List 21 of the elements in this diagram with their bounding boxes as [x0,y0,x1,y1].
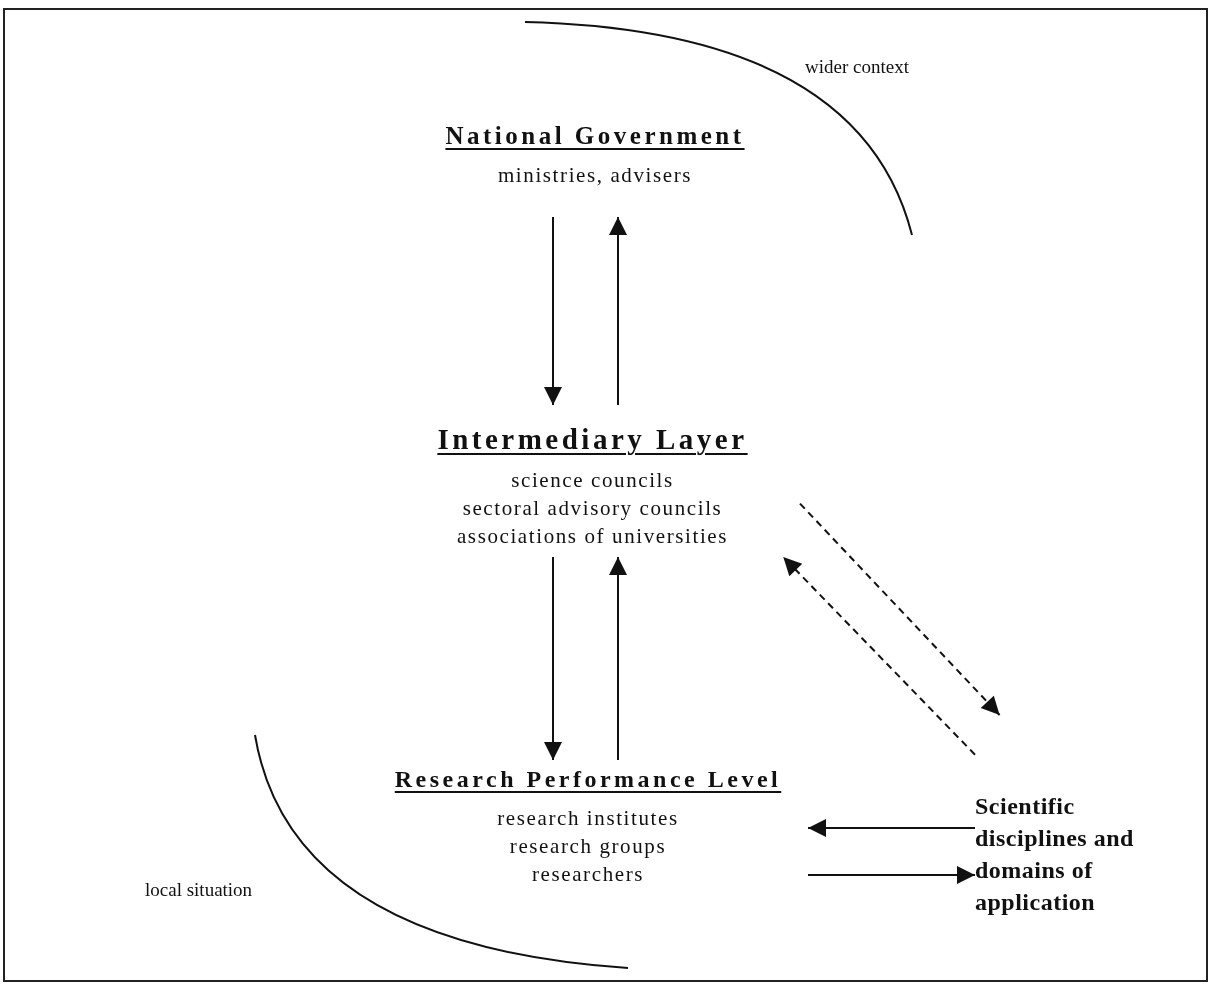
arrow [807,819,976,837]
arrow [544,216,562,406]
layer-member: science councils [511,467,674,495]
arrow [609,216,627,406]
arrow [799,502,1001,716]
layer-member: ministries, advisers [497,161,693,189]
layer-heading: National Government [445,122,745,151]
layer-heading: Research Performance Level [394,766,782,794]
layer-member: researchers [532,860,644,888]
layer-member: associations of universities [456,523,729,551]
layer-member: research institutes [497,804,679,832]
arrow [782,556,976,756]
layer-member: research groups [509,832,667,860]
context-label: local situation [145,879,253,901]
layer-heading: Intermediary Layer [437,423,748,457]
arrow [544,556,562,761]
arrow [609,556,627,761]
node-label: Scientific disciplines and domains of application [975,792,1135,917]
layer-member: sectoral advisory councils [462,495,723,523]
context-label: wider context [805,56,909,78]
arrow [807,866,976,884]
